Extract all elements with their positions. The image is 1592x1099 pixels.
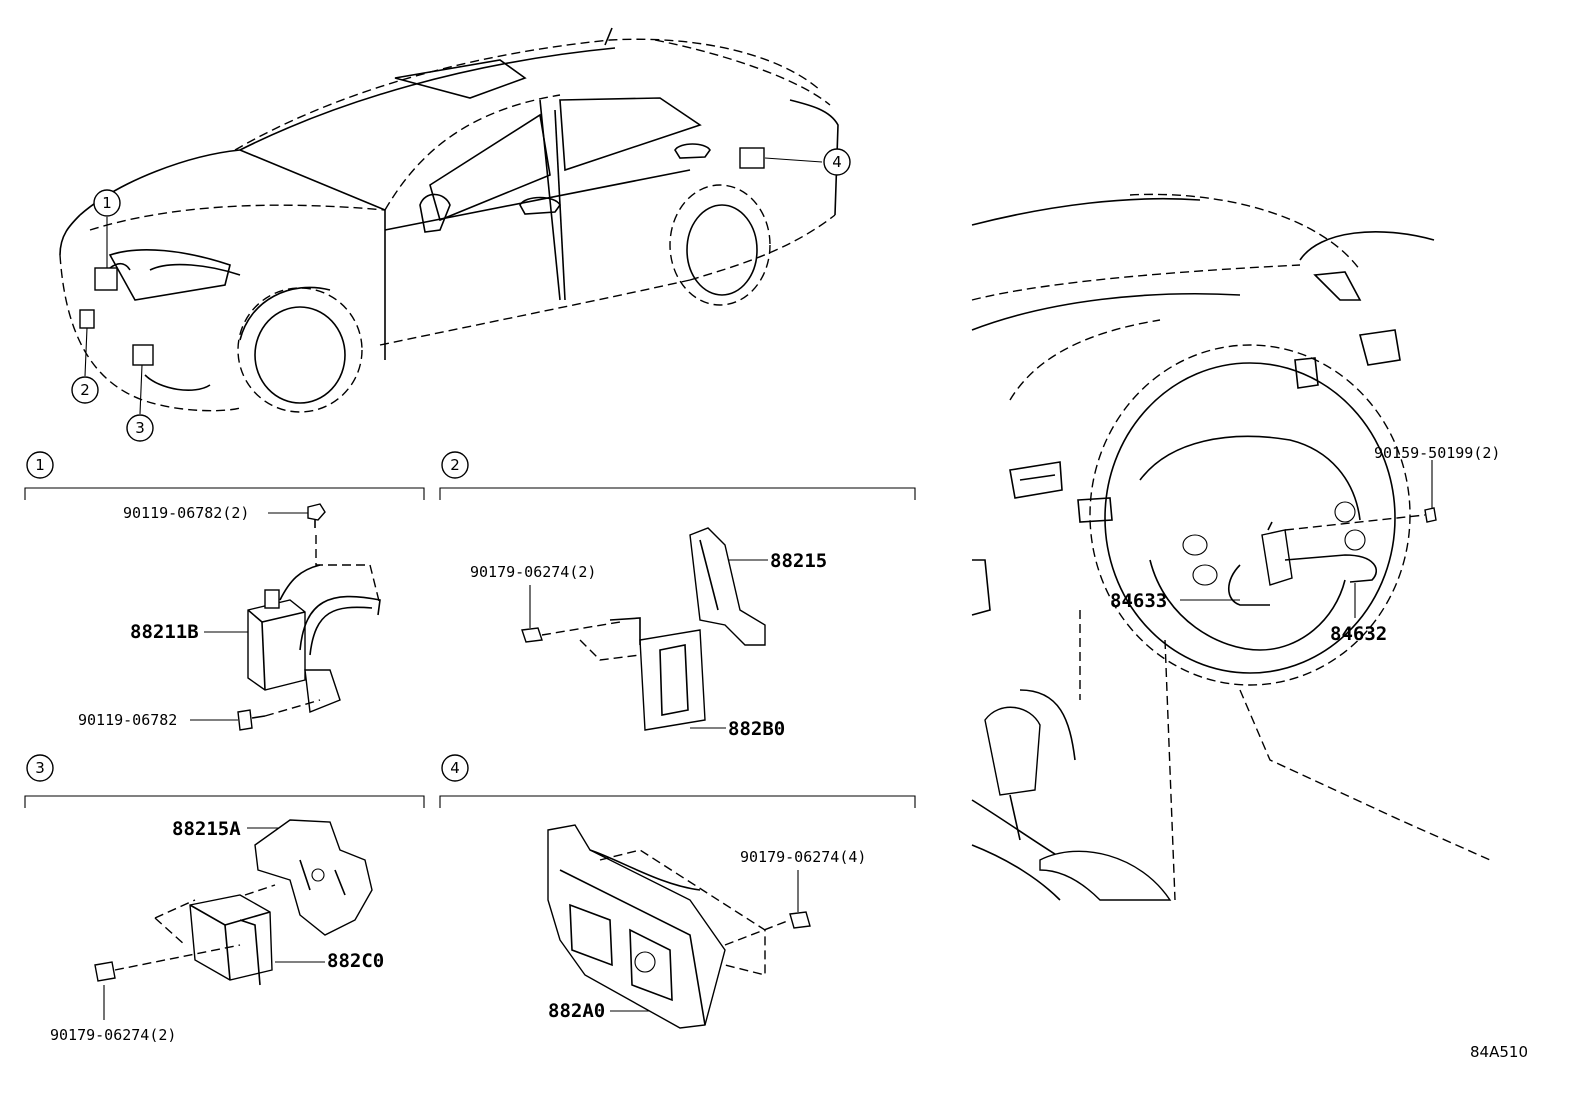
part-label-88215A: 88215A (172, 818, 241, 840)
part-label-90119-06782-2: 90119-06782(2) (123, 504, 249, 522)
callout-2-label: 2 (80, 381, 90, 399)
cockpit-drawing (971, 193, 1491, 901)
section-2-number: 2 (450, 456, 460, 474)
callout-3: 3 (126, 414, 154, 442)
section-2: 2 90179-06274(2) 88215 882B0 (439, 451, 916, 740)
section-4: 4 90179-06274(4) 882A0 (439, 754, 916, 1029)
part-label-84633: 84633 (1110, 590, 1167, 612)
section-3-number: 3 (35, 759, 45, 777)
part-label-88215: 88215 (770, 550, 827, 572)
callout-1: 1 (93, 189, 121, 217)
figure-code: 84A510 (1470, 1043, 1528, 1061)
section-1: 1 90119-06782(2) 88211B 90119-06782 (24, 451, 425, 731)
section-1-number: 1 (35, 456, 45, 474)
callout-4: 4 (823, 148, 851, 176)
part-label-90179-06274-2-s2: 90179-06274(2) (470, 563, 596, 581)
part-label-90179-06274-2-s3: 90179-06274(2) (50, 1026, 176, 1044)
part-label-90159-50199-2: 90159-50199(2) (1374, 444, 1500, 462)
part-label-882A0: 882A0 (548, 1000, 605, 1022)
part-label-882C0: 882C0 (327, 950, 384, 972)
callout-1-label: 1 (102, 194, 112, 212)
part-label-90119-06782: 90119-06782 (78, 711, 177, 729)
car-overview-drawing (59, 27, 839, 415)
part-label-882B0: 882B0 (728, 718, 785, 740)
part-label-84632: 84632 (1330, 623, 1387, 645)
section-4-number: 4 (450, 759, 460, 777)
part-label-90179-06274-4: 90179-06274(4) (740, 848, 866, 866)
part-label-88211B: 88211B (130, 621, 199, 643)
callout-3-label: 3 (135, 419, 145, 437)
section-3: 3 88215A 882C0 90179-06274(2) (24, 754, 425, 1044)
callout-2: 2 (71, 376, 99, 404)
callout-4-label: 4 (832, 153, 842, 171)
